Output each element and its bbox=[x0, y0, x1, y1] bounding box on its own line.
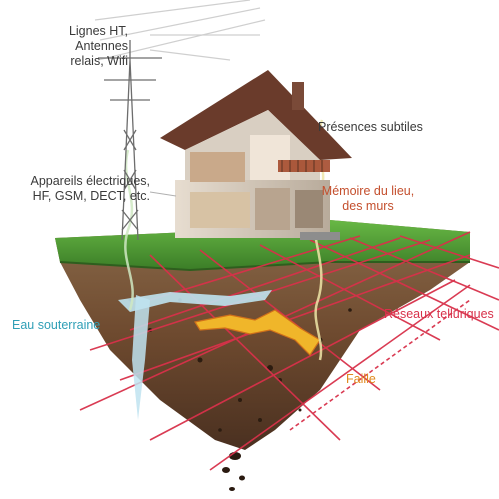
ground-block bbox=[55, 220, 470, 491]
wave-lines bbox=[94, 0, 266, 61]
label-appliances: Appareils électriques, HF, GSM, DECT, et… bbox=[2, 174, 150, 204]
label-pointers bbox=[149, 191, 177, 197]
underground-water bbox=[118, 290, 272, 420]
power-pylon bbox=[98, 40, 162, 241]
label-place-memory-line2: des murs bbox=[342, 199, 394, 213]
label-place-memory: Mémoire du lieu, des murs bbox=[314, 184, 422, 214]
label-appliances-line1: Appareils électriques, bbox=[30, 174, 150, 188]
label-appliances-line2: HF, GSM, DECT, etc. bbox=[32, 189, 150, 203]
label-power-lines-line1: Lignes HT, bbox=[68, 24, 128, 38]
fault-crack bbox=[194, 309, 321, 356]
label-fault: Faille bbox=[346, 372, 376, 386]
label-power-lines-line2: Antennes bbox=[75, 39, 128, 53]
label-subtle-presences: Présences subtiles bbox=[318, 120, 423, 134]
label-place-memory-line1: Mémoire du lieu, bbox=[321, 184, 415, 198]
house bbox=[160, 70, 352, 240]
label-telluric-networks: Réseaux telluriques bbox=[384, 307, 494, 321]
label-underground-water: Eau souterraine bbox=[12, 318, 101, 332]
label-power-lines: Lignes HT, Antennes relais, Wifi bbox=[18, 24, 128, 69]
label-power-lines-line3: relais, Wifi bbox=[70, 54, 128, 68]
